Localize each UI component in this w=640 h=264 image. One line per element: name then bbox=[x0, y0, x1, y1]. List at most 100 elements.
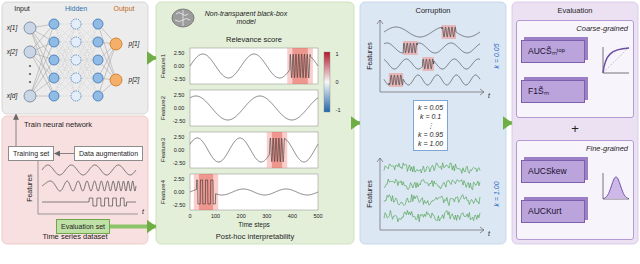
hidden-neuron bbox=[49, 55, 59, 65]
axis-label: Features bbox=[366, 180, 374, 208]
relevance-highlight bbox=[199, 174, 213, 210]
plot-area bbox=[190, 90, 318, 126]
metric-box: AUCKurt bbox=[521, 200, 585, 223]
input-neuron bbox=[24, 46, 36, 58]
plot-area bbox=[190, 132, 318, 168]
layer-label: Input bbox=[14, 5, 30, 13]
box-label: Evaluation set bbox=[61, 222, 105, 231]
heading: Coarse-grained bbox=[576, 24, 628, 33]
relevance-plots bbox=[190, 48, 330, 210]
roc-curve-icon bbox=[601, 45, 631, 75]
ellipsis-dot bbox=[29, 81, 31, 83]
tick-label: 500 bbox=[313, 213, 322, 219]
feature-signal bbox=[190, 180, 318, 204]
hidden-neuron bbox=[71, 91, 81, 101]
input-neuron bbox=[24, 22, 36, 34]
box-label: k = 0.95 bbox=[418, 130, 443, 139]
feature-signal bbox=[190, 96, 318, 120]
hidden-neuron bbox=[49, 91, 59, 101]
axis-label: Features bbox=[366, 42, 374, 70]
tick-label: 2.50 bbox=[174, 176, 185, 182]
panel-ground bbox=[360, 2, 506, 244]
feature-label: Feature4 bbox=[160, 180, 167, 204]
axis-arrow bbox=[377, 20, 484, 95]
tick-label: 2.50 bbox=[174, 92, 185, 98]
heading: Fine-grained bbox=[586, 144, 628, 153]
series-line bbox=[42, 165, 136, 175]
axis bbox=[38, 160, 138, 214]
tick-label: -2.50 bbox=[173, 202, 186, 208]
feature-signal bbox=[384, 43, 480, 53]
ratio-label: k = 1.00 bbox=[493, 181, 501, 206]
tick-label: -2.50 bbox=[173, 76, 186, 82]
process-box: Training set bbox=[8, 146, 54, 161]
series-line bbox=[42, 198, 136, 206]
input-neuron bbox=[24, 90, 36, 102]
colorbar-tick: 0 bbox=[335, 79, 338, 85]
box-label: AUCSkew bbox=[528, 166, 578, 177]
hidden-neuron bbox=[93, 73, 103, 83]
model-label: Non-transparent black-box model bbox=[204, 10, 288, 26]
heading: Post-hoc interpretability bbox=[156, 232, 354, 241]
ratio-box: k = 0.05k = 0.1⋮k = 0.95k = 1.00 bbox=[413, 100, 448, 151]
corrupted-signal bbox=[384, 194, 480, 205]
network-edge bbox=[76, 24, 98, 78]
axis-label: Time steps bbox=[238, 221, 270, 228]
tick-label: 200 bbox=[237, 213, 246, 219]
hidden-neuron bbox=[71, 73, 81, 83]
feature-label: Feature3 bbox=[160, 138, 167, 162]
metric-box: F1S̃ₘ bbox=[521, 80, 585, 103]
axis bbox=[380, 20, 484, 92]
distribution-icon bbox=[601, 171, 631, 201]
flow-arrow bbox=[110, 225, 156, 229]
output-symbol: p[1] bbox=[129, 40, 140, 47]
input-symbol: x[1] bbox=[7, 24, 17, 31]
tick-label: 0.00 bbox=[174, 189, 185, 195]
metric-group: Fine-grainedAUCSkewAUCKurt bbox=[516, 140, 634, 240]
ellipsis-dot bbox=[29, 73, 31, 75]
hidden-neuron bbox=[49, 37, 59, 47]
box-label: AUCKurt bbox=[528, 206, 578, 217]
network-edge bbox=[76, 42, 98, 96]
heading: Corruption bbox=[360, 6, 506, 15]
tick-label: 2.50 bbox=[174, 50, 185, 56]
network-edge bbox=[54, 24, 76, 78]
black-box-icon bbox=[172, 9, 194, 27]
process-box: Data augmentation bbox=[74, 146, 143, 161]
metric-box: AUCSkew bbox=[521, 160, 585, 183]
corrupted-signal bbox=[384, 179, 480, 190]
box-label: AUCS̃ₘᵗᵒᵖ bbox=[528, 46, 578, 57]
hidden-neuron bbox=[71, 55, 81, 65]
box-label: Data augmentation bbox=[79, 149, 138, 158]
corrupted-signal bbox=[384, 163, 480, 174]
axis-label: Features bbox=[26, 174, 34, 202]
panel-ground bbox=[156, 2, 354, 244]
plot-title: Relevance score bbox=[226, 36, 282, 45]
heading: Train neural network bbox=[24, 120, 92, 129]
layer-label: Hidden bbox=[65, 5, 87, 13]
network-edge bbox=[54, 42, 76, 96]
hidden-neuron bbox=[93, 19, 103, 29]
flow-arrow bbox=[354, 121, 360, 125]
axis bbox=[380, 158, 484, 230]
tick-label: 300 bbox=[262, 213, 271, 219]
input-symbol: x[d] bbox=[7, 92, 17, 99]
box-label: k = 1.00 bbox=[418, 139, 443, 148]
ellipsis-dot bbox=[29, 65, 31, 67]
tick-label: 400 bbox=[288, 213, 297, 219]
network-panel: Train neural network bbox=[2, 2, 148, 114]
network-edge bbox=[76, 24, 98, 78]
panel-ground bbox=[2, 2, 148, 114]
time-series-plot bbox=[38, 160, 138, 214]
hidden-neuron bbox=[71, 19, 81, 29]
flow-arrow bbox=[506, 121, 512, 125]
output-neuron bbox=[110, 38, 122, 50]
dataset-panel: Time series datasetTraining setData augm… bbox=[2, 116, 148, 244]
network-edge bbox=[76, 42, 98, 96]
colorbar-tick: -1 bbox=[336, 107, 341, 113]
box-label: k = 0.05 bbox=[418, 103, 443, 112]
axis-label: t bbox=[142, 208, 144, 216]
feature-label: Feature2 bbox=[160, 96, 167, 120]
tick-label: 2.50 bbox=[174, 134, 185, 140]
series-line bbox=[42, 181, 136, 191]
